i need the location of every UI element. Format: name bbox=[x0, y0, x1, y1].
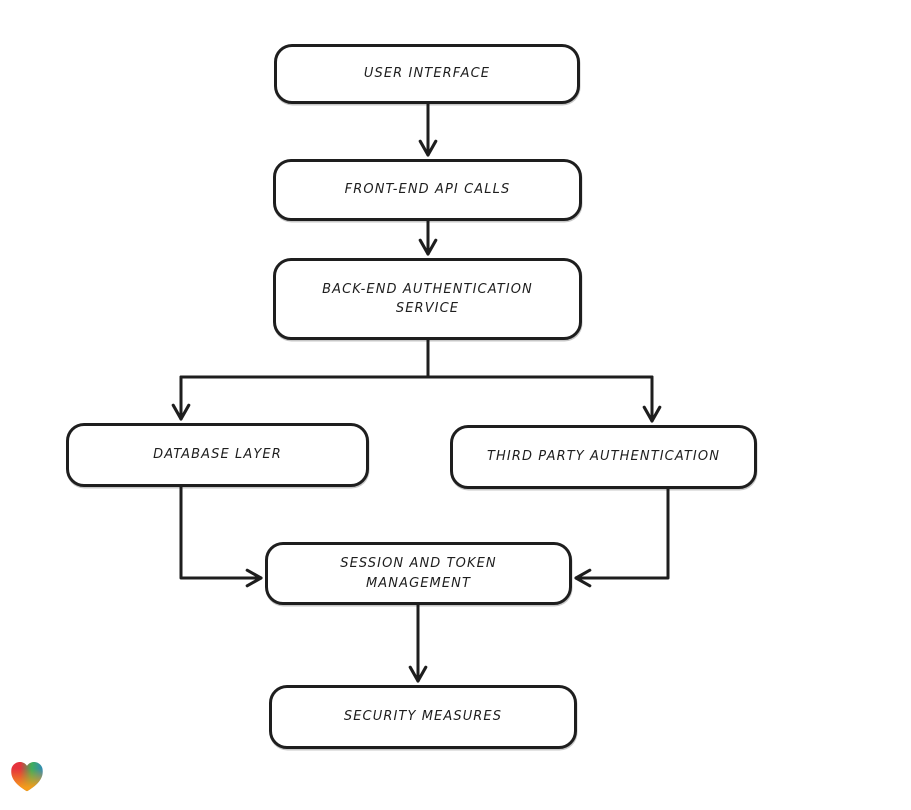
node-security-measures[interactable]: SECURITY MEASURES bbox=[269, 685, 577, 749]
node-back-end-authentication-service[interactable]: BACK-END AUTHENTICATION SERVICE bbox=[273, 258, 582, 340]
node-security-measures-label: SECURITY MEASURES bbox=[343, 709, 503, 725]
node-session-and-token-management[interactable]: SESSION AND TOKEN MANAGEMENT bbox=[265, 542, 572, 605]
edge-third-party-to-session bbox=[574, 487, 670, 588]
heart-icon bbox=[11, 761, 43, 792]
edge-database-to-session bbox=[179, 485, 263, 588]
node-user-interface[interactable]: USER INTERFACE bbox=[274, 44, 580, 104]
node-database-layer[interactable]: DATABASE LAYER bbox=[66, 423, 369, 487]
heart-logo[interactable] bbox=[8, 758, 46, 796]
node-third-party-authentication-label: THIRD PARTY AUTHENTICATION bbox=[486, 449, 721, 465]
node-third-party-authentication[interactable]: THIRD PARTY AUTHENTICATION bbox=[450, 425, 757, 489]
node-user-interface-label: USER INTERFACE bbox=[363, 66, 491, 82]
node-session-and-token-management-label: SESSION AND TOKEN MANAGEMENT bbox=[340, 556, 497, 591]
node-database-layer-label: DATABASE LAYER bbox=[153, 447, 282, 463]
node-front-end-api-calls[interactable]: FRONT-END API CALLS bbox=[273, 159, 582, 221]
node-front-end-api-calls-label: FRONT-END API CALLS bbox=[344, 182, 511, 198]
node-back-end-authentication-service-label: BACK-END AUTHENTICATION SERVICE bbox=[322, 281, 533, 317]
